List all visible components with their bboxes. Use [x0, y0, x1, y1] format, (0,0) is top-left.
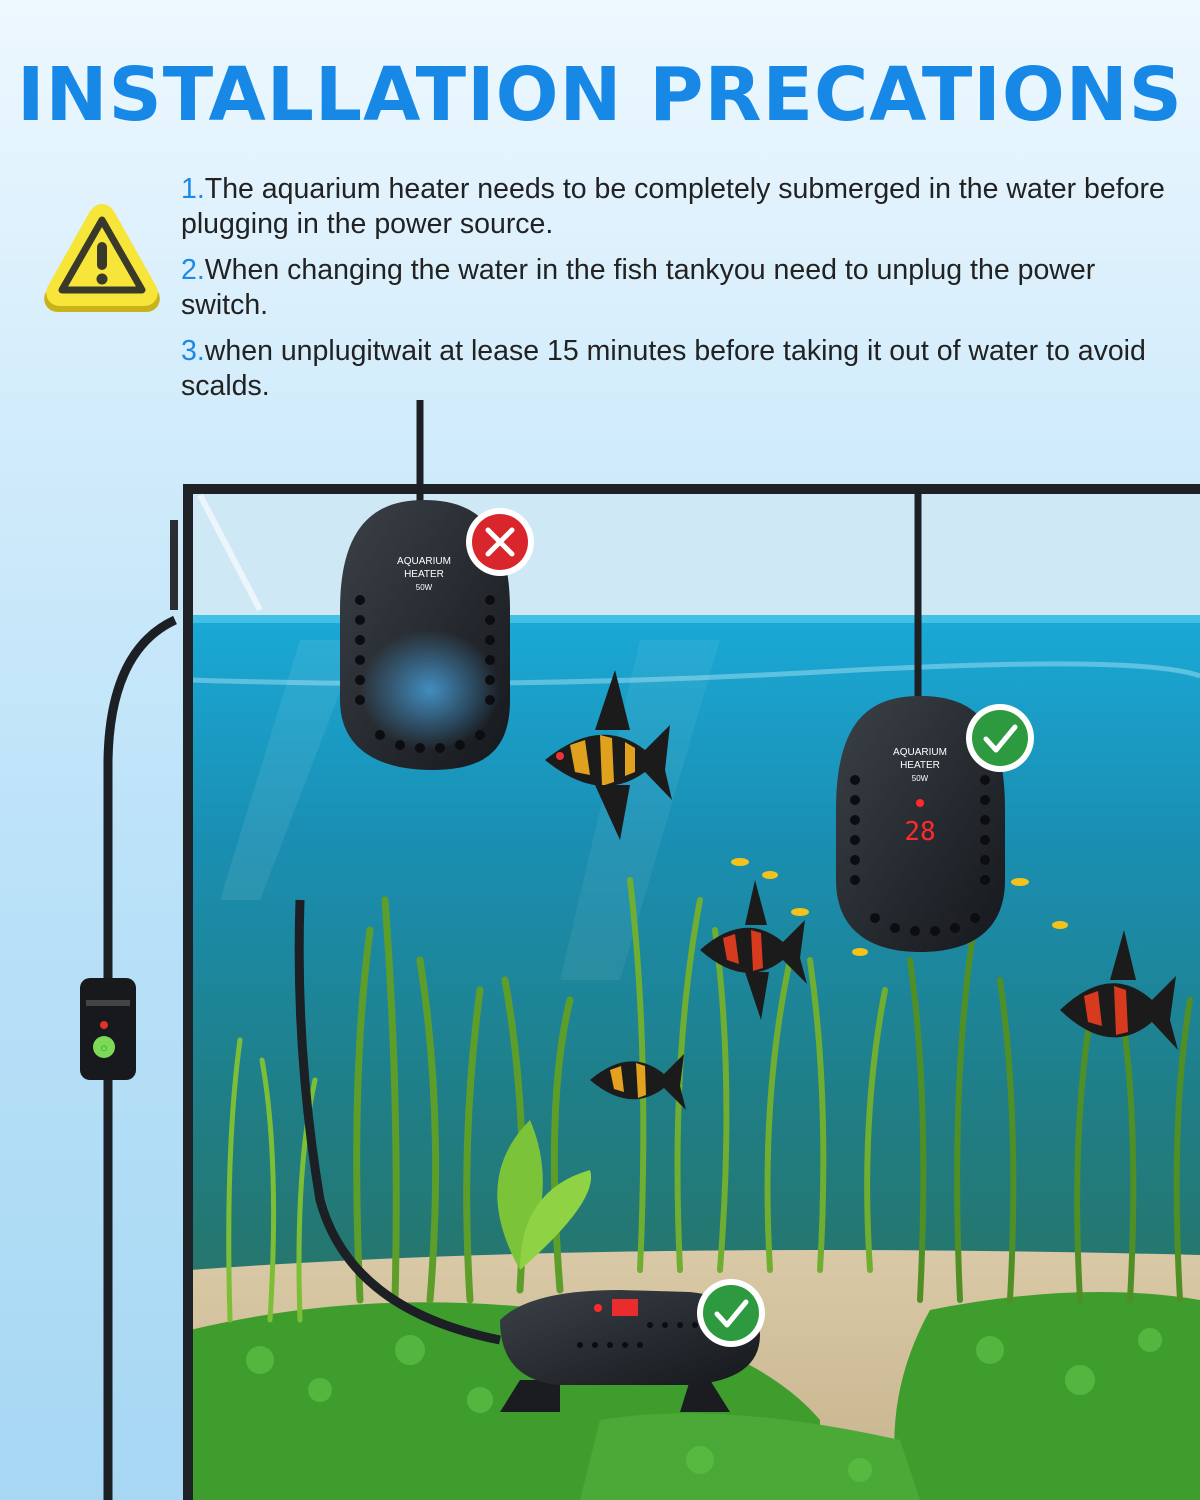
step-text: when unplugitwait at lease 15 minutes be…	[181, 335, 1146, 402]
temperature-display: 28	[904, 817, 935, 847]
page-title: INSTALLATION PRECATIONS	[17, 52, 1183, 138]
precaution-step-2: 2.When changing the water in the fish ta…	[181, 253, 1171, 323]
warning-triangle-icon	[44, 204, 160, 312]
step-number: 2.	[181, 254, 205, 286]
heater-wrong: AQUARIUM HEATER 50W	[340, 500, 510, 770]
heater-label-line1: AQUARIUM	[397, 556, 451, 567]
status-badge-correct	[966, 704, 1034, 772]
heater-label-line1: AQUARIUM	[893, 747, 947, 758]
precaution-step-1: 1.The aquarium heater needs to be comple…	[181, 172, 1171, 242]
tank-frame	[170, 484, 1200, 1500]
heater-correct-vertical: AQUARIUM HEATER 50W 28	[836, 696, 1005, 952]
heater-label-line2: HEATER	[404, 569, 444, 580]
angelfish	[700, 880, 807, 1020]
angelfish	[545, 670, 672, 840]
heater-label-line3: 50W	[416, 583, 433, 592]
status-badge-wrong	[466, 508, 534, 576]
step-number: 1.	[181, 173, 205, 205]
step-text: When changing the water in the fish tank…	[181, 254, 1096, 321]
angelfish	[590, 1054, 686, 1110]
power-switch-icon[interactable]	[93, 1036, 115, 1058]
status-badge-correct	[697, 1279, 765, 1347]
check-mark-icon	[983, 724, 1018, 753]
power-cable	[103, 615, 177, 980]
check-mark-icon	[714, 1299, 749, 1328]
x-mark-icon	[485, 527, 515, 557]
angelfish	[1060, 930, 1178, 1050]
step-number: 3.	[181, 335, 205, 367]
small-fish	[731, 858, 1068, 956]
precaution-step-3: 3.when unplugitwait at lease 15 minutes …	[181, 334, 1171, 404]
precaution-list: 1.The aquarium heater needs to be comple…	[181, 172, 1171, 415]
heater-label-line2: HEATER	[900, 760, 940, 771]
svg-text:⏻: ⏻	[101, 1044, 108, 1053]
heater-label-line3: 50W	[912, 774, 929, 783]
inline-controller[interactable]: ⏻	[80, 978, 136, 1080]
heater-correct-bottom	[500, 1290, 760, 1412]
aquarium-scene: ⏻ AQUARIUM HEATER 50W AQUARIUM HEATER 50…	[80, 400, 1200, 1500]
step-text: The aquarium heater needs to be complete…	[181, 173, 1165, 240]
